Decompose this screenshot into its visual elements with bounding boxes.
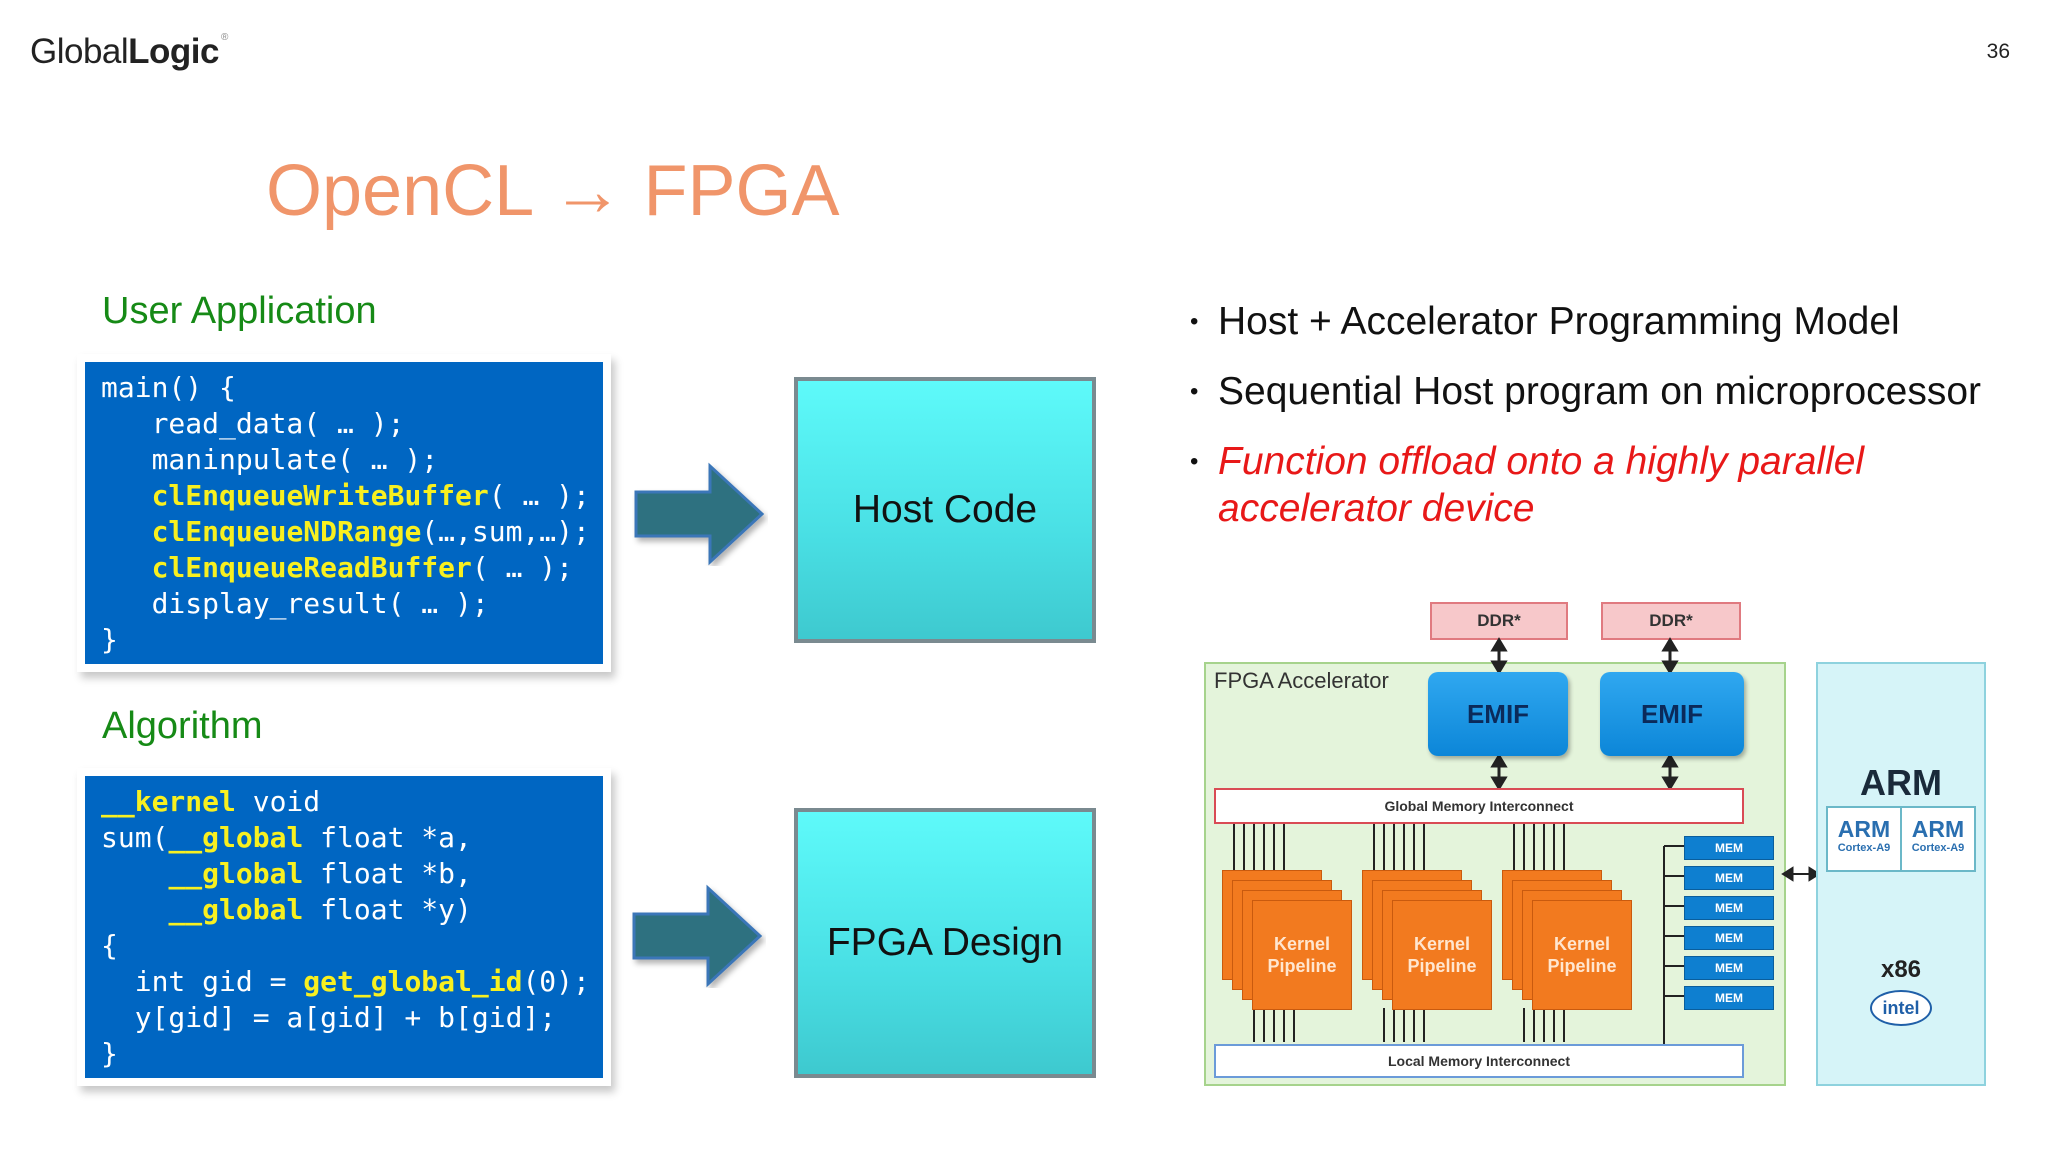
code-keyword: clEnqueueWriteBuffer [151,479,489,512]
code-text: float *a, [303,821,472,854]
code-keyword: clEnqueueNDRange [151,515,422,548]
logo-bold-text: Logic [128,32,219,71]
bullet-text: Function offload onto a highly parallel … [1218,440,1865,530]
fpga-design-box: FPGA Design [794,808,1096,1078]
code-text [101,479,152,512]
globallogic-logo: GlobalLogic® [30,32,228,72]
bullet-item: • Sequential Host program on microprocess… [1188,368,2028,415]
code-text: main() { [101,371,236,404]
code-line: main() { [85,370,603,406]
user-application-label: User Application [102,290,377,332]
code-line: __global float *b, [85,856,603,892]
bullet-marker: • [1190,378,1199,405]
x86-label: x86 [1880,956,1922,983]
code-line: __global float *y) [85,892,603,928]
bullet-item: • Host + Accelerator Programming Model [1188,298,2028,345]
algorithm-label: Algorithm [102,705,263,747]
code-line: clEnqueueWriteBuffer( … ); [85,478,603,514]
ddr-block: DDR* [1601,602,1741,640]
local-memory-interconnect: Local Memory Interconnect [1214,1044,1744,1078]
code-text: float *y) [303,893,472,926]
bullet-list: • Host + Accelerator Programming Model • S… [1188,298,2028,555]
mem-block: MEM [1684,836,1774,860]
kernel-pipeline: Kernel Pipeline [1252,900,1352,1010]
code-text: void [235,785,321,818]
global-memory-interconnect: Global Memory Interconnect [1214,788,1744,824]
code-text: { [101,929,118,962]
code-keyword: __global [168,893,304,926]
slide-title: OpenCL → FPGA [266,151,840,231]
code-line: sum(__global float *a, [85,820,603,856]
code-text: read_data( … ); [101,407,405,440]
arrow-to-fpga-design-icon [632,884,763,988]
mem-block: MEM [1684,926,1774,950]
code-line: clEnqueueReadBuffer( … ); [85,550,603,586]
logo-mark: ® [221,32,228,43]
kernel-pipeline: Kernel Pipeline [1392,900,1492,1010]
code-line: __kernel void [85,784,603,820]
code-line: } [85,622,603,658]
mem-block: MEM [1684,986,1774,1010]
code-keyword: clEnqueueReadBuffer [151,551,472,584]
bullet-text: Sequential Host program on microprocesso… [1218,370,1982,413]
code-text: ( … ); [488,479,590,512]
code-text: sum( [101,821,169,854]
page-number: 36 [1986,40,2010,63]
code-text [101,857,168,890]
logo-regular-text: Global [30,32,129,71]
code-text: (0); [522,965,590,998]
code-text [101,515,152,548]
arm-core-name: ARM [1837,816,1891,842]
code-text: ( … ); [471,551,574,584]
code-keyword: get_global_id [303,965,523,998]
mem-block: MEM [1684,866,1774,890]
code-line: int gid = get_global_id(0); [85,964,603,1000]
diagram-connectors [1233,637,1821,1046]
kernel-pipeline: Kernel Pipeline [1532,900,1632,1010]
user-application-code-block: main() { read_data( … ); maninpulate( … … [85,362,603,664]
code-line: display_result( … ); [85,586,603,622]
code-text: int gid = [101,965,304,998]
code-keyword: __global [168,821,304,854]
code-keyword: __kernel [101,785,236,818]
code-line: { [85,928,603,964]
code-line: read_data( … ); [85,406,603,442]
intel-logo: intel [1870,990,1932,1026]
arrow-to-host-code-icon [634,462,765,566]
code-line: } [85,1036,603,1072]
mem-block: MEM [1684,896,1774,920]
code-text: } [101,1037,118,1070]
code-text: maninpulate( … ); [101,443,439,476]
emif-block: EMIF [1600,672,1744,756]
bullet-marker: • [1190,448,1199,475]
bullet-marker: • [1190,308,1199,335]
code-text: } [101,623,118,656]
arm-core-name: ARM [1911,816,1965,842]
fpga-accelerator-label: FPGA Accelerator [1214,668,1389,693]
bullet-text: Host + Accelerator Programming Model [1218,300,1900,343]
arm-title: ARM [1860,762,1942,803]
mem-block: MEM [1684,956,1774,980]
code-text [101,551,152,584]
code-text [101,893,168,926]
arm-core-sub: Cortex-A9 [1911,842,1965,854]
code-text: (…,sum,…); [421,515,590,548]
code-line: clEnqueueNDRange(…,sum,…); [85,514,603,550]
bullet-item-emphasis: • Function offload onto a highly parallel… [1188,438,2028,532]
arm-core-sub: Cortex-A9 [1837,842,1891,854]
code-text: display_result( … ); [101,587,489,620]
code-text: float *b, [303,857,472,890]
code-line: y[gid] = a[gid] + b[gid]; [85,1000,603,1036]
code-keyword: __global [168,857,304,890]
code-line: maninpulate( … ); [85,442,603,478]
code-text: y[gid] = a[gid] + b[gid]; [101,1001,557,1034]
emif-block: EMIF [1428,672,1568,756]
host-code-box: Host Code [794,377,1096,643]
